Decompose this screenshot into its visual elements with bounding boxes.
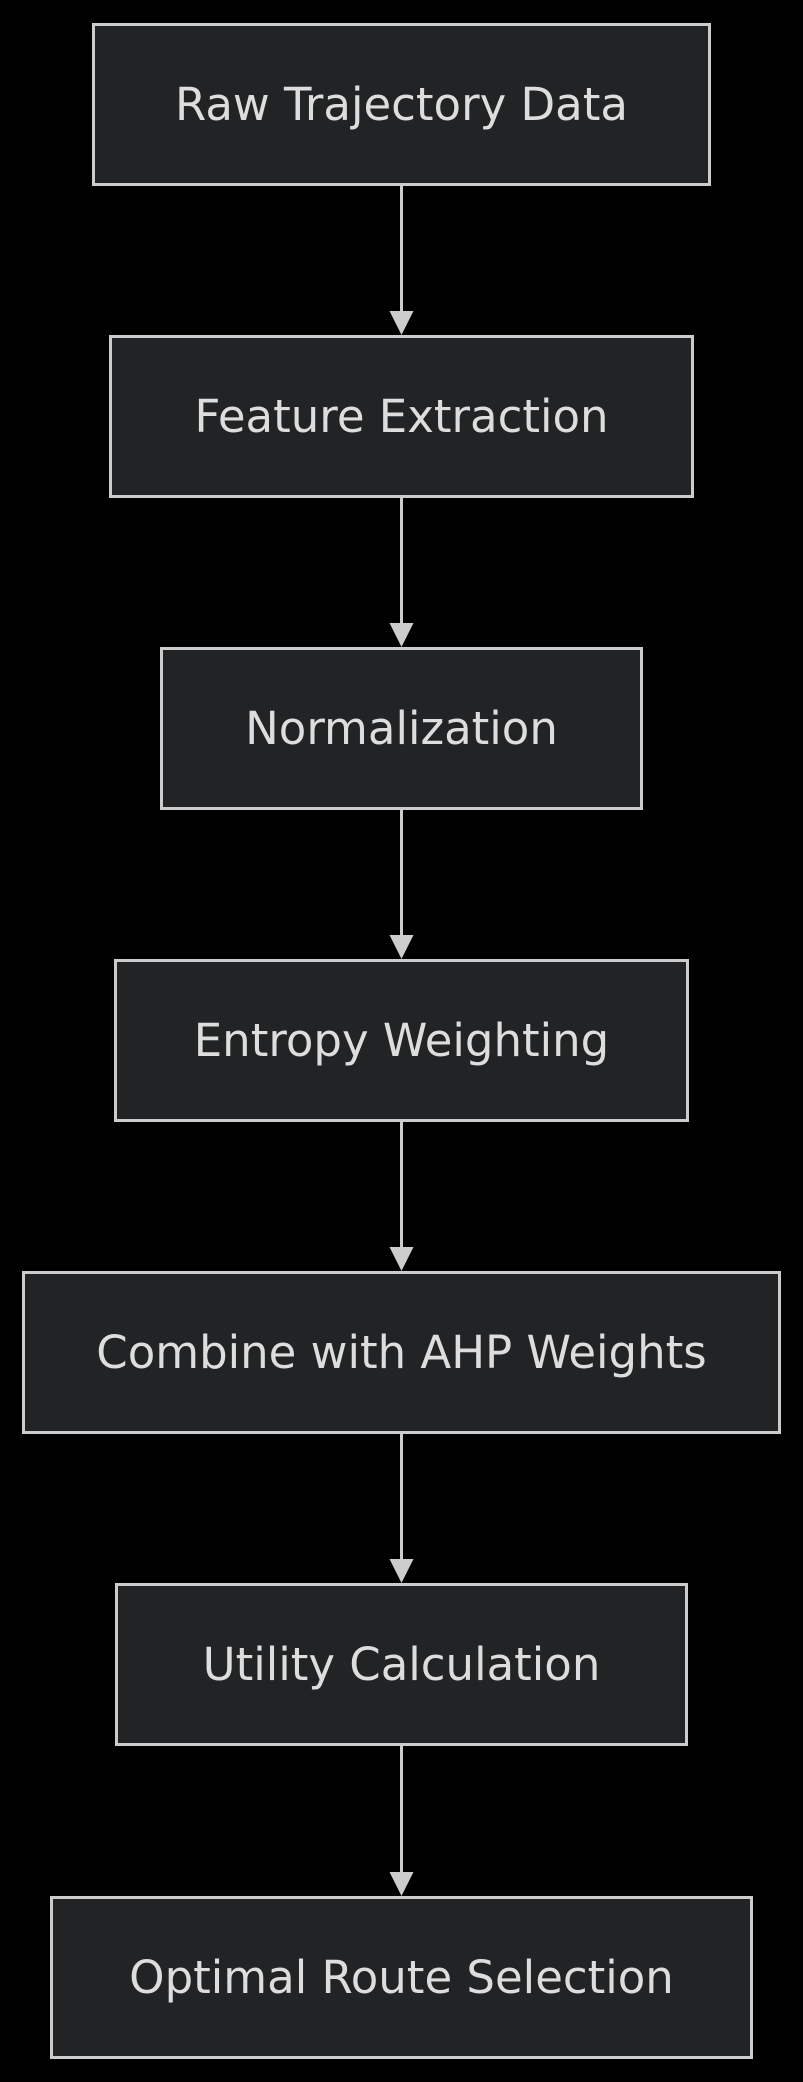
node-label: Optimal Route Selection xyxy=(129,1951,674,2004)
arrowhead xyxy=(389,1559,414,1583)
arrowhead xyxy=(389,1872,414,1896)
node-utility-calculation: Utility Calculation xyxy=(115,1583,688,1746)
arrowhead xyxy=(389,311,414,335)
arrowhead xyxy=(389,1247,414,1271)
node-normalization: Normalization xyxy=(160,647,643,810)
node-label: Combine with AHP Weights xyxy=(96,1326,707,1379)
arrowhead xyxy=(389,623,414,647)
node-label: Feature Extraction xyxy=(194,390,609,443)
node-label: Raw Trajectory Data xyxy=(175,78,628,131)
node-label: Normalization xyxy=(245,702,558,755)
node-feature-extraction: Feature Extraction xyxy=(109,335,694,498)
node-entropy-weighting: Entropy Weighting xyxy=(114,959,689,1122)
node-optimal-route-selection: Optimal Route Selection xyxy=(50,1896,753,2059)
arrowhead xyxy=(389,935,414,959)
node-label: Utility Calculation xyxy=(202,1638,601,1691)
node-combine-ahp-weights: Combine with AHP Weights xyxy=(22,1271,781,1434)
node-label: Entropy Weighting xyxy=(193,1014,610,1067)
node-raw-trajectory-data: Raw Trajectory Data xyxy=(92,23,711,186)
